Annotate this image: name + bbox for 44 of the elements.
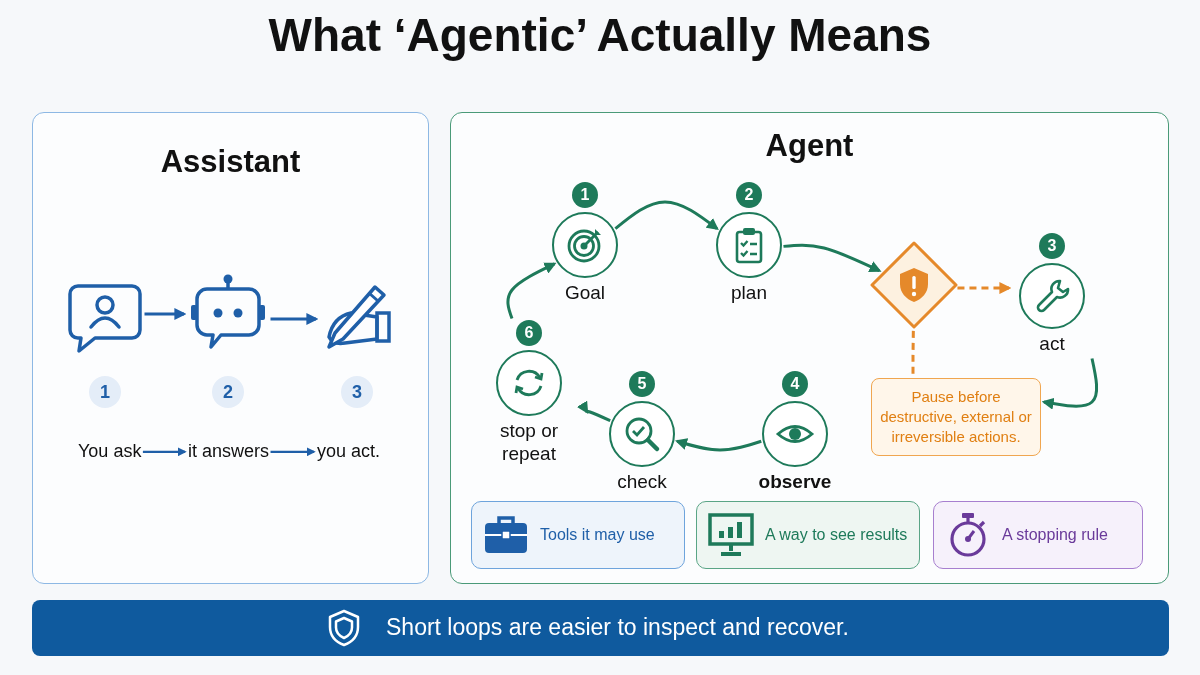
step-text: You ask bbox=[78, 441, 142, 463]
arrow bbox=[576, 400, 611, 422]
step-label: check bbox=[616, 471, 668, 494]
step-number-badge: 3 bbox=[341, 376, 373, 408]
step-label: act bbox=[1038, 333, 1066, 356]
caution-note: Pause before destructive, external or irreversible actions. bbox=[871, 378, 1041, 456]
panel-heading: Agent bbox=[765, 127, 854, 165]
arrow bbox=[957, 282, 1012, 295]
feature-card bbox=[933, 501, 1143, 569]
step-text: it answers bbox=[188, 441, 270, 463]
connector-line bbox=[911, 330, 915, 375]
card-text: A stopping rule bbox=[1002, 524, 1108, 544]
step-number-badge: 1 bbox=[89, 376, 121, 408]
step-label: stop or repeat bbox=[498, 420, 560, 466]
arrow bbox=[783, 243, 882, 273]
step-number-badge: 4 bbox=[782, 371, 808, 397]
step-number-badge: 1 bbox=[572, 182, 598, 208]
card-text: Tools it may use bbox=[540, 524, 655, 544]
arrow bbox=[506, 262, 557, 319]
step-label: observe bbox=[757, 471, 833, 494]
arrow bbox=[270, 447, 316, 457]
arrow bbox=[144, 308, 187, 320]
summary-banner bbox=[32, 600, 1169, 656]
panel-card bbox=[32, 112, 429, 584]
banner-text: Short loops are easier to inspect and recover. bbox=[386, 614, 849, 642]
arrow bbox=[674, 438, 762, 452]
panel-heading: Assistant bbox=[160, 143, 301, 181]
step-text: you act. bbox=[317, 441, 381, 463]
arrow bbox=[270, 313, 319, 325]
step-number-badge: 2 bbox=[212, 376, 244, 408]
step-number-badge: 2 bbox=[736, 182, 762, 208]
arrow bbox=[142, 447, 187, 457]
panel-card bbox=[450, 112, 1169, 584]
step-label: Goal bbox=[563, 282, 607, 305]
step-number-badge: 6 bbox=[516, 320, 542, 346]
feature-card bbox=[471, 501, 685, 569]
arrow bbox=[614, 200, 719, 231]
card-text: A way to see results bbox=[765, 524, 908, 544]
step-number-badge: 5 bbox=[629, 371, 655, 397]
feature-card bbox=[696, 501, 920, 569]
diagram-title: What ‘Agentic’ Actually Means bbox=[268, 8, 932, 63]
step-number-badge: 3 bbox=[1039, 233, 1065, 259]
step-label: plan bbox=[730, 282, 768, 305]
arrow bbox=[1041, 358, 1099, 410]
